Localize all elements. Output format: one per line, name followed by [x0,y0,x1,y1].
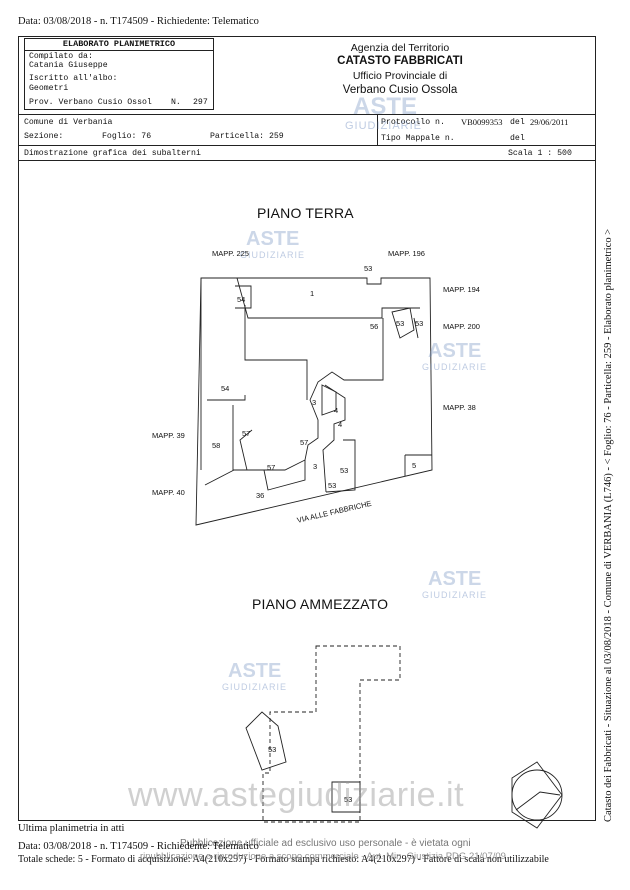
watermark-giudiziarie-4: GIUDIZIARIE [422,590,488,600]
mapp-225: MAPP. 225 [212,249,249,258]
ripubblicazione-notice: ripubblicazione o riproduzione a scopo c… [140,851,506,862]
mapp-38: MAPP. 38 [443,403,476,412]
sub-53c: 53 [415,319,424,328]
watermark-giudiziarie-1: GIUDIZIARIE [345,120,423,132]
ultima-planimetria: Ultima planimetria in atti [18,823,125,834]
ground-floor-outline [195,277,433,526]
sub-36: 36 [256,491,265,500]
dimostrazione: Dimostrazione grafica dei subalterni [24,149,201,158]
wall-11 [325,439,356,493]
info-row-line-1 [18,114,596,115]
piano-terra-title: PIANO TERRA [257,205,354,221]
mezzanine-inner [245,711,287,771]
watermark-giudiziarie-3: GIUDIZIARIE [422,362,488,372]
info-row-line-2 [18,145,596,146]
sub-57b: 57 [300,438,309,447]
agency-line1: Agenzia del Territorio [350,42,450,54]
mapp-39: MAPP. 39 [152,431,185,440]
wall-4 [391,307,415,339]
tipo-mappale: Tipo Mappale n. [381,134,455,143]
sub-54a: 54 [237,295,246,304]
totale-schede: Totale schede: 5 - Formato di acquisizio… [18,854,549,865]
mapp-196: MAPP. 196 [388,249,425,258]
compilato-label: Compilato da: [29,52,93,61]
info-row-line-3 [18,160,596,161]
wall-13 [263,460,306,491]
protocollo-value: VB0099353 [461,117,503,127]
watermark-url: www.astegiudiziarie.it [128,776,465,814]
agency-line3: Ufficio Provinciale di [352,70,448,82]
mapp-194: MAPP. 194 [443,285,480,294]
del1-value: 29/06/2011 [530,117,569,127]
wall-16 [321,384,337,416]
comune: Comune di Verbania [24,118,113,127]
north-arrow-shape [511,761,563,829]
sub-53b: 53 [396,319,405,328]
pubblicazione-notice: Pubblicazione ufficiale ad esclusivo uso… [180,838,471,849]
del1-label: del [510,118,525,127]
document-frame [18,36,596,821]
north-arrow-circle [511,769,563,821]
particella: Particella: 259 [210,132,284,141]
scala: Scala 1 : 500 [508,149,572,158]
piano-ammezzato-title: PIANO AMMEZZATO [252,596,389,612]
elaborato-title: ELABORATO PLANIMETRICO [25,39,213,51]
mezzanine-unit [331,781,361,813]
sub-53d: 53 [340,466,349,475]
wall-12 [204,469,235,486]
wall-10 [322,384,346,493]
footer-data-line: Data: 03/08/2018 - n. T174509 - Richiede… [18,841,259,852]
sub-53a: 53 [364,264,373,273]
sub-53g: 53 [344,795,353,804]
protocollo-label: Protocollo n. [381,118,445,127]
sub-4b: 4 [338,420,343,429]
watermark-aste-4: ASTE [428,568,482,590]
sezione: Sezione: [24,132,64,141]
mapp-40: MAPP. 40 [152,488,185,497]
wall-1 [236,277,420,319]
iscritto-value: Geometri [29,84,69,93]
sub-56: 56 [370,322,379,331]
n-value: 297 [193,98,208,107]
wall-2 [235,285,252,309]
sub-5: 5 [412,461,417,470]
del2-label: del [510,134,525,143]
prov-label: Prov. Verbano Cusio Ossol [29,98,152,107]
sub-3b: 3 [313,462,318,471]
watermark-giudiziarie-2: GIUDIZIARIE [240,250,306,260]
watermark-aste-3: ASTE [428,340,482,362]
side-caption: Catasto dei Fabbricati - Situazione al 0… [603,228,614,822]
sub-57c: 57 [267,463,276,472]
sub-1: 1 [310,289,315,298]
wall-5 [413,317,419,339]
wall-7 [207,395,246,401]
sub-53f: 53 [268,745,277,754]
mezzanine-outline [262,645,401,823]
watermark-giudiziarie-5: GIUDIZIARIE [222,682,288,692]
sub-57a: 57 [242,429,251,438]
watermark-aste-1: ASTE [353,93,418,120]
sub-53e: 53 [328,481,337,490]
sub-3a: 3 [312,398,317,407]
watermark-aste-2: ASTE [246,228,300,250]
watermark-aste-5: ASTE [228,660,282,682]
foglio: Foglio: 76 [102,132,152,141]
sub-4a: 4 [334,406,339,415]
mapp-200: MAPP. 200 [443,322,480,331]
wall-3 [309,318,384,401]
iscritto-label: Iscritto all'albo: [29,74,118,83]
info-divider [377,114,378,145]
sub-54b: 54 [221,384,230,393]
compiler-box: ELABORATO PLANIMETRICO Compilato da: Cat… [24,38,214,110]
north-arrow-line [515,791,561,811]
compilato-name: Catania Giuseppe [29,61,108,70]
header-line: Data: 03/08/2018 - n. T174509 - Richiede… [18,16,259,27]
wall-6 [244,318,308,400]
agency-line4: Verbano Cusio Ossola [342,84,458,96]
n-label: N. [171,98,181,107]
agency-line2: CATASTO FABBRICATI [337,55,463,67]
sub-58: 58 [212,441,221,450]
wall-9 [247,399,319,471]
